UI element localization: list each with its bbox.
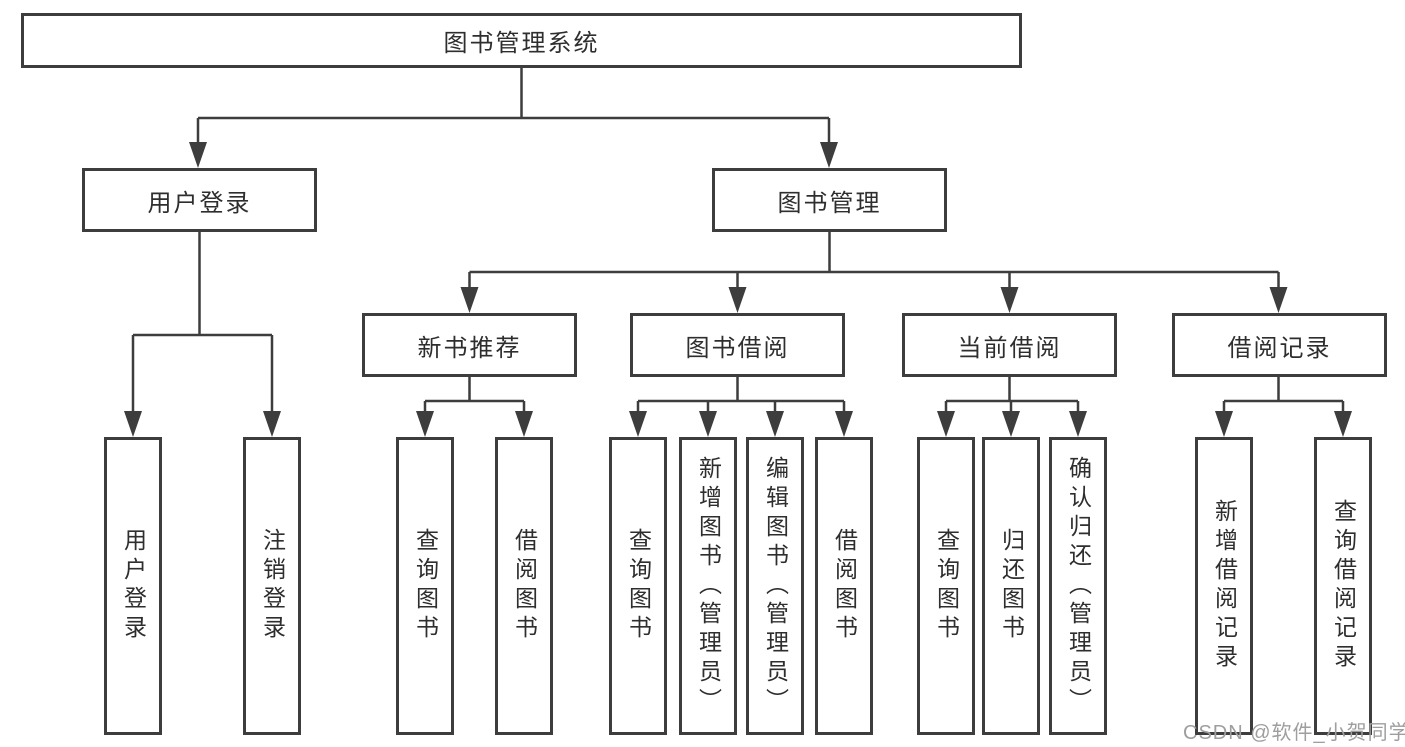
arrowhead-icon: [1215, 411, 1352, 437]
node-new-book-recommend: 新书推荐: [362, 313, 577, 377]
arrowhead-icon: [416, 411, 533, 437]
leaf-edit-book-admin: 编辑图书（管理员）: [746, 437, 804, 735]
leaf-label: 查询图书: [625, 528, 652, 644]
leaf-label: 借阅图书: [511, 528, 538, 644]
leaf-label: 新增借阅记录: [1211, 499, 1238, 673]
connector-new-book-recommend-to-leaves: [416, 377, 533, 437]
connector-current-borrow-to-leaves: [937, 377, 1087, 437]
leaf-label: 借阅图书: [831, 528, 858, 644]
arrowhead-icon: [460, 287, 1288, 313]
connector-line: [468, 232, 1280, 291]
connector-line: [944, 377, 1080, 415]
node-current-borrow: 当前借阅: [902, 313, 1117, 377]
leaf-label: 新增图书（管理员）: [695, 455, 722, 717]
node-book-management: 图书管理: [712, 168, 947, 232]
connector-line: [1222, 377, 1345, 415]
leaf-add-book-admin: 新增图书（管理员）: [679, 437, 737, 735]
leaf-borrow-books-recommend: 借阅图书: [495, 437, 553, 735]
leaf-borrow-books: 借阅图书: [815, 437, 873, 735]
leaf-query-books-current: 查询图书: [917, 437, 975, 735]
arrowhead-icon: [937, 411, 1087, 437]
leaf-logout-login: 注销登录: [243, 437, 301, 735]
leaf-label: 归还图书: [998, 528, 1025, 644]
leaf-label: 确认归还（管理员）: [1065, 455, 1092, 717]
leaf-label: 查询借阅记录: [1330, 499, 1357, 673]
connector-user-login-to-leaves: [124, 232, 281, 437]
node-library-management-system: 图书管理系统: [21, 13, 1022, 68]
leaf-confirm-return-admin: 确认归还（管理员）: [1049, 437, 1107, 735]
arrowhead-icon: [124, 411, 281, 437]
node-user-login: 用户登录: [82, 168, 317, 232]
connector-line: [636, 377, 846, 415]
leaf-label: 注销登录: [259, 528, 286, 644]
node-book-borrow: 图书借阅: [630, 313, 845, 377]
leaf-query-borrow-record: 查询借阅记录: [1314, 437, 1372, 735]
node-borrow-records: 借阅记录: [1172, 313, 1387, 377]
csdn-watermark: CSDN @软件_小贺同学: [1183, 722, 1405, 744]
connector-line: [131, 232, 274, 415]
connector-book-management-to-level3: [460, 232, 1288, 313]
connector-line: [196, 68, 831, 146]
connector-line: [423, 377, 526, 415]
leaf-label: 编辑图书（管理员）: [762, 455, 789, 717]
connector-book-borrow-to-leaves: [629, 377, 853, 437]
leaf-label: 用户登录: [120, 528, 147, 644]
connector-borrow-records-to-leaves: [1215, 377, 1352, 437]
leaf-user-login: 用户登录: [104, 437, 162, 735]
arrowhead-icon: [189, 142, 838, 168]
arrowhead-icon: [629, 411, 853, 437]
leaf-query-books-borrow: 查询图书: [609, 437, 667, 735]
leaf-label: 查询图书: [412, 528, 439, 644]
leaf-label: 查询图书: [933, 528, 960, 644]
leaf-return-books: 归还图书: [982, 437, 1040, 735]
leaf-query-books-recommend: 查询图书: [396, 437, 454, 735]
connector-root-to-level2: [189, 68, 838, 168]
leaf-add-borrow-record: 新增借阅记录: [1195, 437, 1253, 735]
